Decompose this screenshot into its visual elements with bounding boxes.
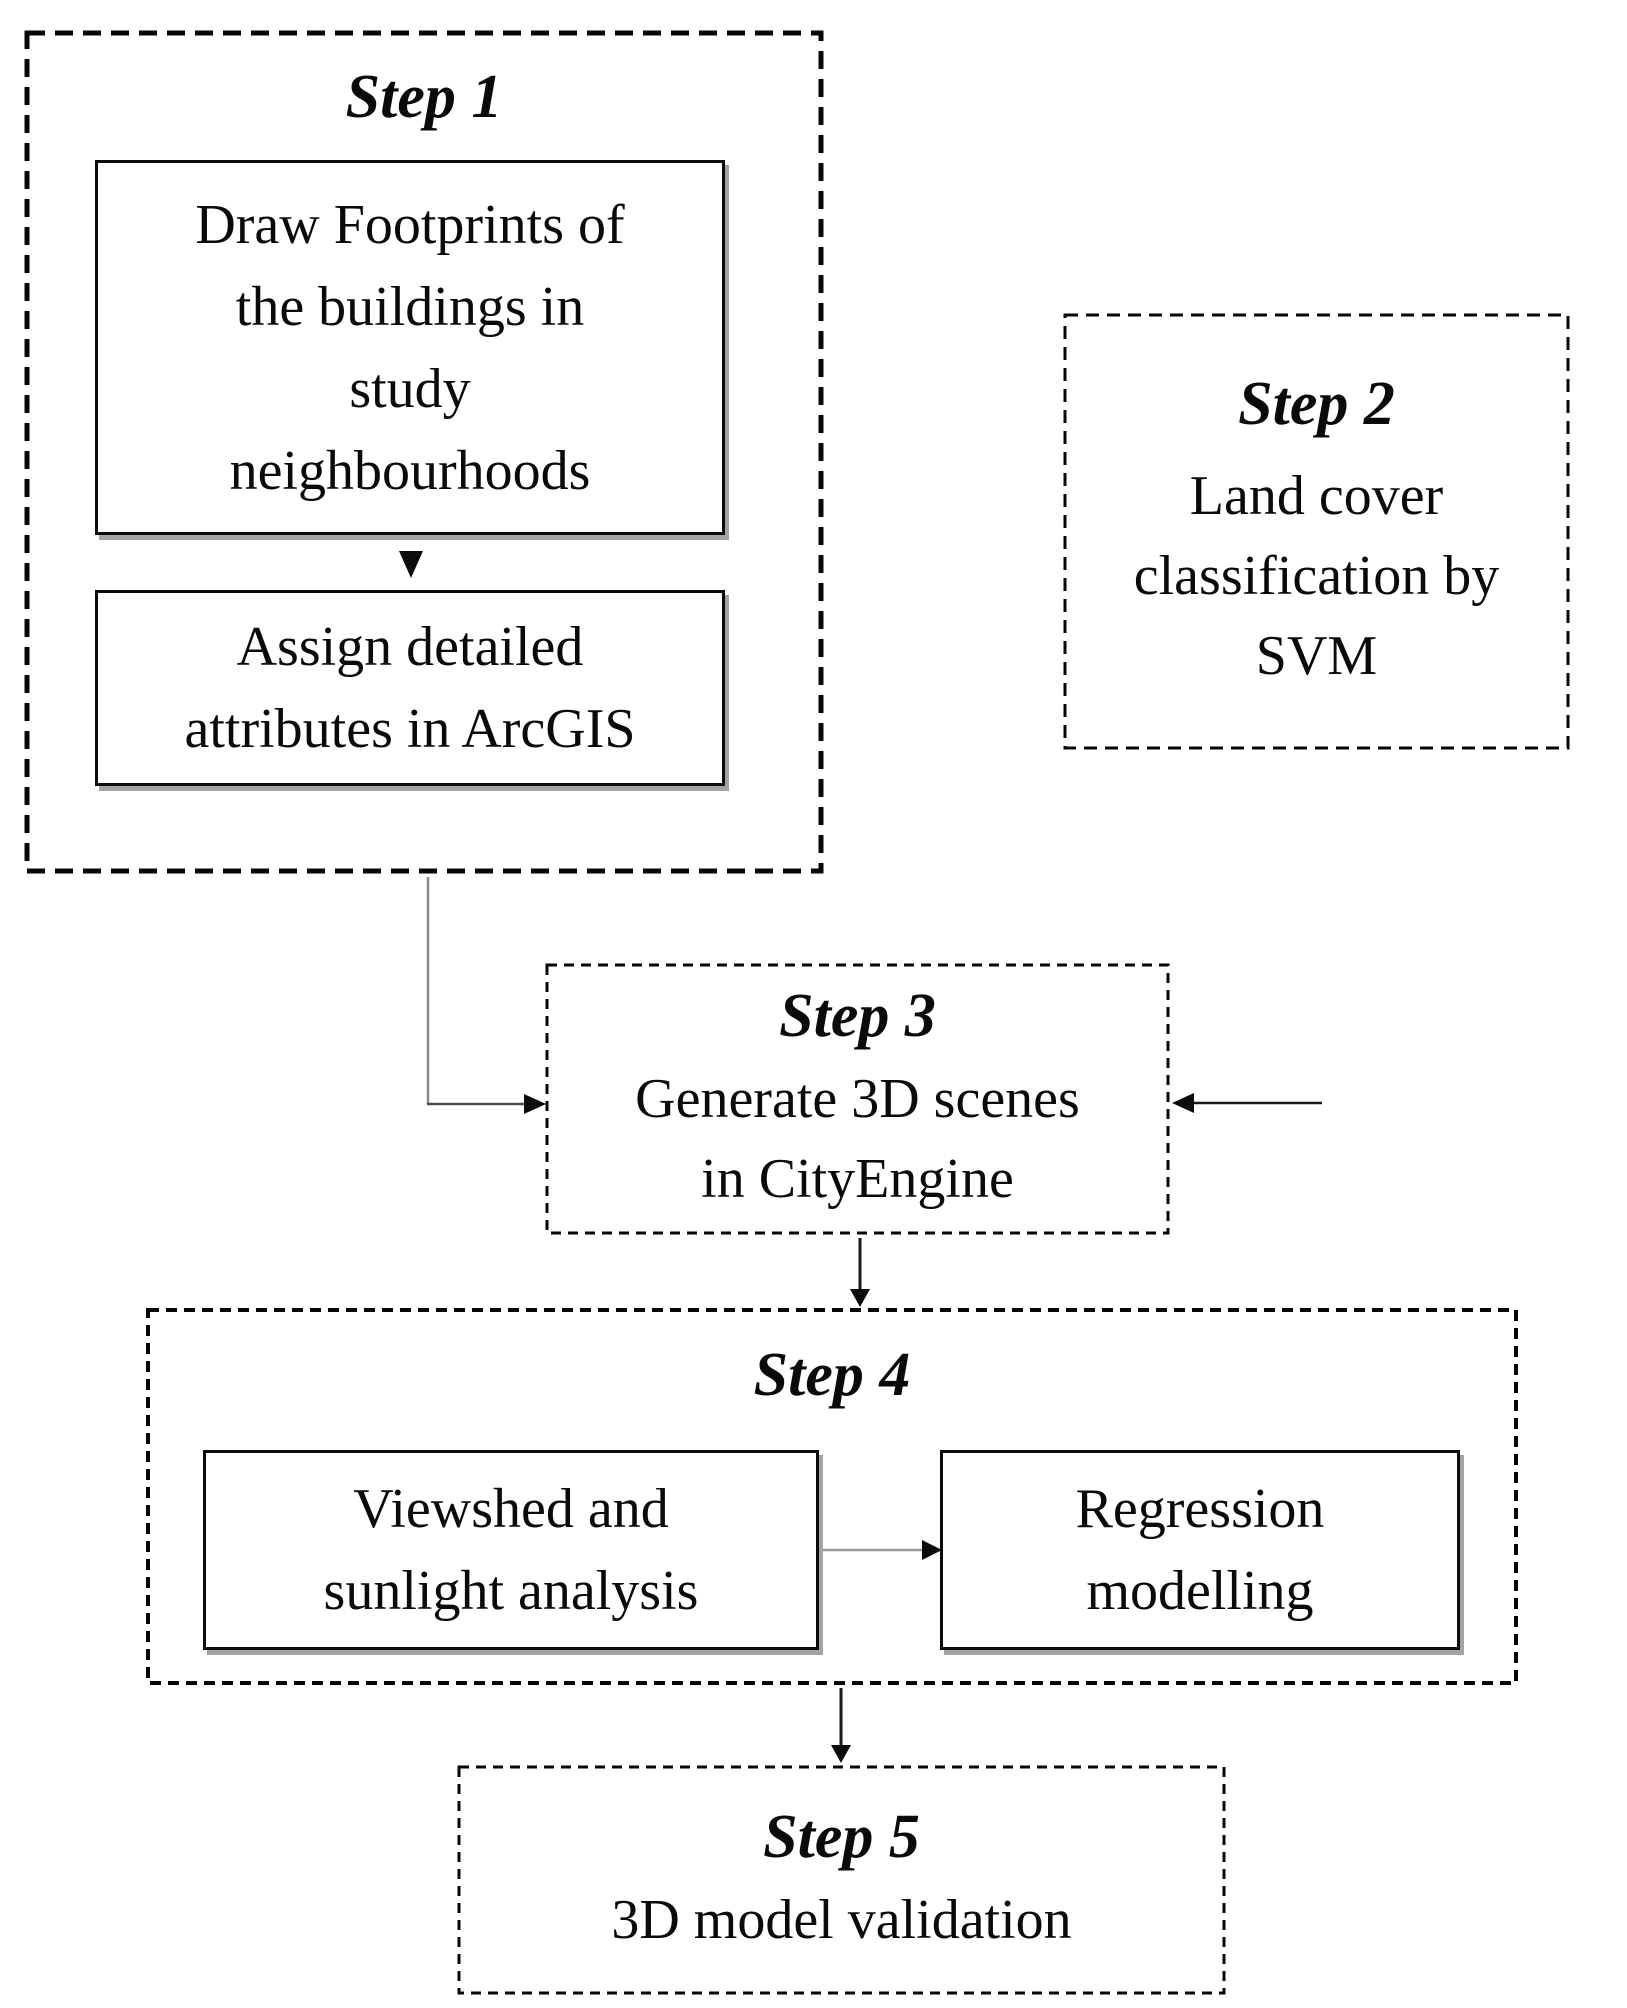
step1-title: Step 1 [345,63,503,131]
step2-title: Step 2 [1238,370,1395,439]
step2-label: Land cover classification by SVM [1133,464,1500,687]
viewshed-analysis-label: Viewshed and sunlight analysis [323,1478,699,1622]
step4-dashed-border [146,1308,1518,1685]
draw-footprints-label: Draw Footprints of the buildings in stud… [195,193,625,502]
arrowhead-step3-to-step4-icon [850,1289,870,1307]
regression-modelling-label: Regression modelling [1075,1478,1325,1622]
step3-title: Step 3 [779,981,936,1050]
step3-dashed-border [545,963,1170,1235]
step3-label: Generate 3D scenes in CityEngine [635,1068,1080,1211]
regression-modelling-box: Regression modelling [940,1450,1460,1650]
step4-group-box: Step 4 [146,1308,1518,1685]
viewshed-analysis-box: Viewshed and sunlight analysis [203,1450,819,1650]
step2-dashed-border [1063,313,1570,750]
assign-attributes-label: Assign detailed attributes in ArcGIS [184,616,636,760]
arrowhead-step4-to-step5-icon [831,1745,851,1763]
step3-group-box: Step 3 Generate 3D scenes in CityEngine [545,963,1170,1235]
assign-attributes-box: Assign detailed attributes in ArcGIS [95,590,725,786]
arrowhead-right-to-step3-icon [1172,1093,1194,1113]
step5-dashed-border [457,1765,1226,1995]
step1-group-box: Step 1 [24,30,824,874]
draw-footprints-box: Draw Footprints of the buildings in stud… [95,160,725,535]
step2-group-box: Step 2 Land cover classification by SVM [1063,313,1570,750]
step4-title: Step 4 [753,1341,911,1409]
arrowhead-step1-to-step3-icon [524,1094,546,1114]
step5-group-box: Step 5 3D model validation [457,1765,1226,1995]
step5-title: Step 5 [763,1802,920,1871]
step5-label: 3D model validation [611,1889,1072,1952]
step1-dashed-border [24,30,824,874]
